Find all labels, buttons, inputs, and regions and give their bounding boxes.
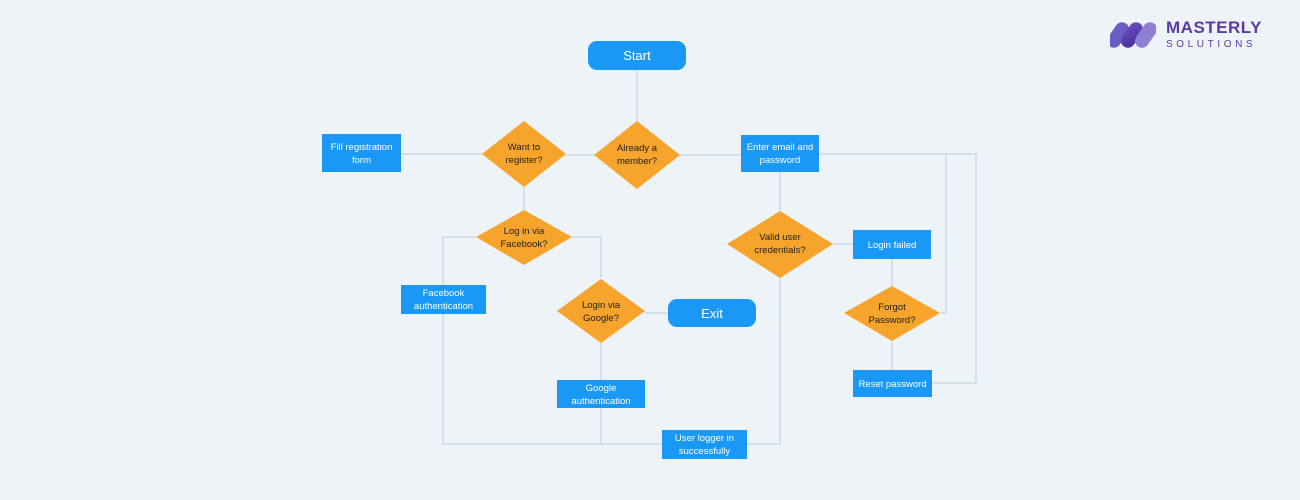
enter-email-line2: password <box>760 155 801 166</box>
user-logged-line1: User logger in <box>675 433 734 444</box>
want-register-line2: register? <box>506 155 543 166</box>
enter-email-line1: Enter email and <box>747 142 814 153</box>
login-failed-node: Login failed <box>853 230 931 259</box>
already-member-line2: member? <box>617 156 657 167</box>
enter-email-node: Enter email and password <box>741 135 819 172</box>
google-auth-line1: Google <box>586 383 617 394</box>
connector-forgot-enter <box>819 153 947 314</box>
reset-password-label: Reset password <box>858 379 926 390</box>
fill-registration-node: Fill registration form <box>322 134 401 172</box>
masterly-logo-icon <box>1110 22 1156 48</box>
connectors <box>401 69 977 445</box>
exit-node: Exit <box>668 299 756 327</box>
want-register-decision: Want to register? <box>482 121 566 187</box>
facebook-auth-line2: authentication <box>414 301 473 312</box>
google-auth-line2: authentication <box>571 396 630 407</box>
reset-password-node: Reset password <box>853 370 932 397</box>
login-google-line1: Login via <box>582 300 621 311</box>
facebook-auth-line1: Facebook <box>423 288 465 299</box>
fill-registration-line2: form <box>352 155 371 166</box>
start-label: Start <box>623 48 651 63</box>
connector-facebook-right <box>572 236 602 277</box>
login-facebook-line2: Facebook? <box>500 239 547 250</box>
already-member-line1: Already a <box>617 143 658 154</box>
connector-valid-user <box>747 278 781 445</box>
user-logged-node: User logger in successfully <box>662 430 747 459</box>
already-member-decision: Already a member? <box>594 121 680 189</box>
login-google-line2: Google? <box>583 313 619 324</box>
login-google-decision: Login via Google? <box>557 279 645 343</box>
valid-credentials-line1: Valid user <box>759 232 801 243</box>
forgot-password-decision: Forgot Password? <box>844 286 940 341</box>
fill-registration-line1: Fill registration <box>331 142 393 153</box>
valid-credentials-line2: credentials? <box>754 245 805 256</box>
connector-reset-enter <box>932 153 977 384</box>
login-facebook-decision: Log in via Facebook? <box>476 210 572 265</box>
google-auth-node: Google authentication <box>557 380 645 408</box>
forgot-password-line1: Forgot <box>878 302 906 313</box>
login-facebook-line1: Log in via <box>504 226 545 237</box>
facebook-auth-node: Facebook authentication <box>401 285 486 314</box>
user-logged-line2: successfully <box>679 446 730 457</box>
connector-facebook-left <box>442 236 662 445</box>
masterly-logo: MASTERLY SOLUTIONS <box>1110 18 1285 54</box>
exit-label: Exit <box>701 306 723 321</box>
start-node: Start <box>588 41 686 70</box>
forgot-password-line2: Password? <box>869 315 916 326</box>
brand-tagline: SOLUTIONS <box>1166 39 1257 50</box>
valid-credentials-decision: Valid user credentials? <box>727 211 833 278</box>
brand-name: MASTERLY <box>1166 18 1262 37</box>
want-register-line1: Want to <box>508 142 540 153</box>
login-failed-label: Login failed <box>868 240 917 251</box>
